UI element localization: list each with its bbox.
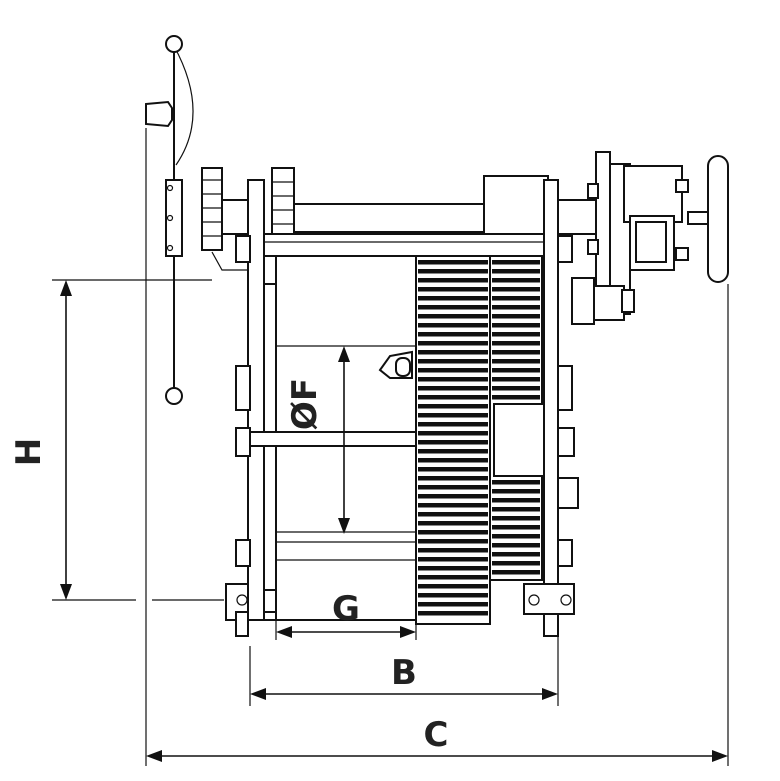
gear-tooth [492,552,540,557]
gear-tooth [418,584,488,589]
gear-tooth [492,386,540,391]
gear-tooth [418,305,488,310]
gear-tooth [492,543,540,548]
gear-tooth [492,368,540,373]
gear-tooth [492,296,540,301]
label-c: C [424,715,449,755]
gear-tooth [492,377,540,382]
gear-tooth [492,359,540,364]
gear-tooth [418,602,488,607]
gear-tooth [418,332,488,337]
pinion-gears [201,167,295,271]
gear-tooth [418,386,488,391]
right-side-plate [523,179,579,637]
gear-tooth [492,332,540,337]
gear-tooth [418,593,488,598]
gear-tooth [492,570,540,575]
gear-tooth [492,341,540,346]
gear-tooth [418,413,488,418]
dimension-b [250,688,558,700]
gear-tooth [418,422,488,427]
gear-tooth [418,494,488,499]
gear-tooth [418,476,488,481]
gear-tooth [418,377,488,382]
dimension-c [146,750,728,762]
label-g: G [332,589,360,629]
gear-tooth [492,323,540,328]
gear-tooth [418,350,488,355]
gear-tooth [418,260,488,265]
top-shaft [253,175,597,257]
gear-tooth [418,323,488,328]
gear-tooth [492,260,540,265]
gear-tooth [418,296,488,301]
gear-tooth [418,449,488,454]
gear-tooth [492,395,540,400]
gear-tooth [418,548,488,553]
gear-tooth [418,557,488,562]
gear-tooth [492,534,540,539]
gear-tooth [418,530,488,535]
gear-tooth [492,287,540,292]
gear-tooth [418,341,488,346]
gear-tooth [418,395,488,400]
gear-tooth [418,359,488,364]
gear-tooth [492,350,540,355]
gear-tooth [418,611,488,616]
gear-tooth [418,566,488,571]
gear-tooth [492,561,540,566]
gear-tooth [418,314,488,319]
dimension-f [338,346,350,534]
brake-assembly [571,151,729,325]
gear-tooth [418,440,488,445]
label-f: ØF [285,378,325,430]
large-gear [415,255,547,625]
dimension-h [60,280,72,600]
gear-tooth [418,539,488,544]
left-side-plate [225,179,277,637]
crank-handle [145,35,194,405]
gear-tooth [418,503,488,508]
gear-tooth [492,525,540,530]
gear-tooth [492,480,540,485]
gear-tooth [418,368,488,373]
gear-tooth [418,287,488,292]
gear-tooth [418,521,488,526]
gear-tooth [418,278,488,283]
gear-tooth [418,458,488,463]
gear-tooth [418,575,488,580]
gear-tooth [418,467,488,472]
gear-tooth [418,512,488,517]
label-h: H [9,438,49,466]
gear-tooth [492,489,540,494]
gear-tooth [492,498,540,503]
gear-tooth [418,269,488,274]
dimension-g [276,626,416,638]
gear-tooth [418,485,488,490]
gear-tooth [492,269,540,274]
gear-tooth [418,431,488,436]
gear-tooth [492,507,540,512]
gear-tooth [492,305,540,310]
gear-tooth [492,278,540,283]
gear-tooth [492,314,540,319]
gear-tooth [418,404,488,409]
label-b: B [391,653,417,693]
gear-tooth [492,516,540,521]
